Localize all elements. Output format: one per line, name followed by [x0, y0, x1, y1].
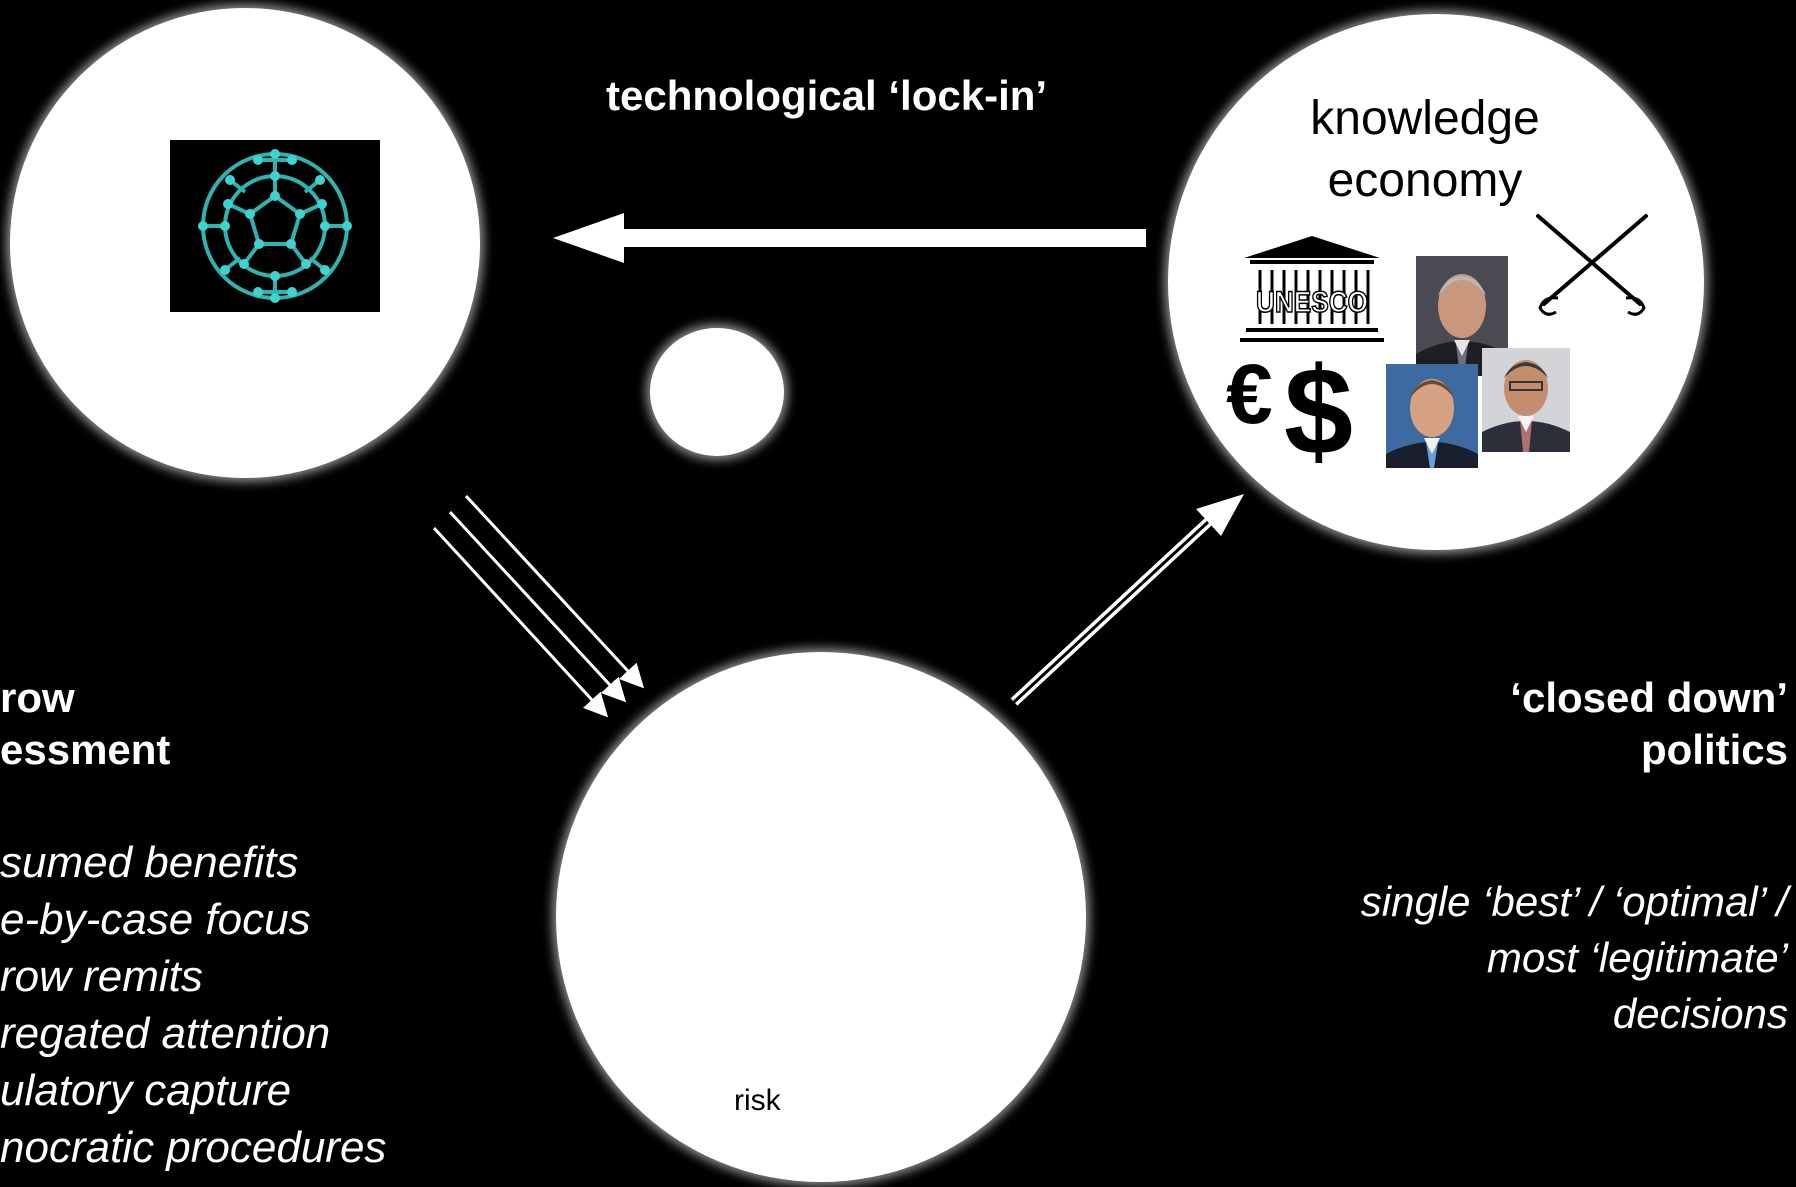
list-item: regated attention: [0, 1009, 331, 1058]
crossed-swords-icon: [1530, 212, 1654, 324]
left-heading: row essment: [0, 672, 170, 776]
list-item: decisions: [1612, 990, 1788, 1037]
list-item: sumed benefits: [0, 838, 299, 887]
left-heading-line-2: essment: [0, 726, 171, 773]
list-item: ulatory capture: [0, 1066, 292, 1115]
list-item: single ‘best’ / ‘optimal’ /: [1360, 878, 1788, 925]
economy-line: economy: [1327, 154, 1523, 207]
right-heading-line-1: ‘closed down’: [1510, 674, 1788, 721]
unesco-logo: UNESCO: [1238, 234, 1386, 346]
risk-circle: [556, 652, 1086, 1182]
portrait-photo-3: [1482, 348, 1570, 452]
triple-arrows: [432, 494, 645, 718]
knowledge-economy-label: knowledge economy: [1270, 88, 1580, 212]
knowledge-line: knowledge: [1310, 92, 1540, 145]
lock-in-arrow: [553, 213, 1146, 263]
right-heading-line-2: politics: [1640, 726, 1788, 773]
dollar-symbol: $: [1284, 343, 1353, 481]
unesco-text: UNESCO: [1256, 286, 1368, 319]
right-items-list: single ‘best’ / ‘optimal’ / most ‘legiti…: [1361, 874, 1788, 1042]
center-small-circle: [650, 328, 784, 456]
right-heading: ‘closed down’ politics: [1510, 672, 1788, 776]
left-heading-line-1: row: [0, 674, 75, 721]
list-item: row remits: [0, 952, 203, 1001]
risk-label: risk: [734, 1084, 781, 1117]
euro-symbol: €: [1226, 347, 1273, 441]
portrait-photo-2: [1386, 364, 1478, 468]
double-line-arrow: [1010, 494, 1244, 706]
list-item: e-by-case focus: [0, 895, 311, 944]
lock-in-label: technological ‘lock-in’: [606, 72, 1048, 119]
left-items-list: sumed benefits e-by-case focus row remit…: [0, 834, 386, 1176]
list-item: most ‘legitimate’: [1486, 934, 1788, 981]
list-item: nocratic procedures: [0, 1123, 387, 1172]
fullerene-molecule-image: [170, 140, 380, 312]
